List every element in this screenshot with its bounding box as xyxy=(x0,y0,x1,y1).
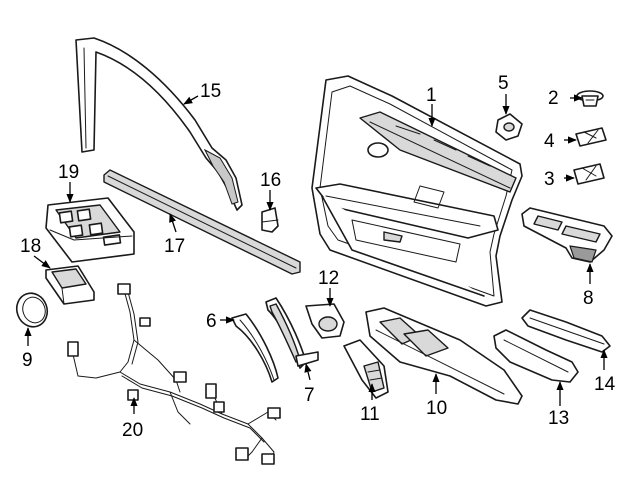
callout-10: 10 xyxy=(426,398,447,419)
callout-16: 16 xyxy=(260,170,281,191)
callout-15: 15 xyxy=(200,81,221,102)
callout-17: 17 xyxy=(164,236,185,257)
part-6-pull-handle-trim xyxy=(231,313,279,383)
part-10-armrest xyxy=(365,307,523,405)
leader-15 xyxy=(183,95,199,105)
part-12-speaker-grille xyxy=(305,303,345,339)
callout-9: 9 xyxy=(22,350,33,371)
callout-leaders xyxy=(24,94,608,414)
part-15-window-frame-trim xyxy=(75,37,243,211)
callout-2: 2 xyxy=(548,88,559,109)
callout-labels: 1 2 3 4 5 6 7 8 9 10 11 12 13 14 15 16 1… xyxy=(20,73,616,441)
callout-19: 19 xyxy=(58,162,79,183)
callout-7: 7 xyxy=(304,385,315,406)
callout-14: 14 xyxy=(594,374,616,395)
part-1-door-trim-panel xyxy=(311,75,523,307)
leader-7 xyxy=(304,363,312,381)
callout-18: 18 xyxy=(20,236,41,257)
callout-12: 12 xyxy=(318,268,339,289)
part-17-belt-weatherstrip xyxy=(103,169,301,275)
leader-17 xyxy=(169,213,177,233)
part-5-clip xyxy=(495,113,523,141)
part-9-round-cap xyxy=(15,292,49,328)
leader-18 xyxy=(33,255,51,269)
callout-13: 13 xyxy=(548,408,569,429)
callout-8: 8 xyxy=(583,288,594,309)
callout-20: 20 xyxy=(122,420,143,441)
part-11-switch-housing xyxy=(343,339,389,399)
part-18-switch xyxy=(45,265,95,305)
callout-5: 5 xyxy=(498,73,509,94)
callout-4: 4 xyxy=(544,131,555,152)
part-19-window-switch-block xyxy=(45,197,135,263)
part-20-wiring-harness xyxy=(67,283,281,465)
callout-11: 11 xyxy=(360,404,380,425)
part-3-clip-plate xyxy=(573,163,605,185)
part-14-armrest-pad-upper xyxy=(521,309,611,353)
part-13-armrest-pad xyxy=(493,329,579,383)
part-16-bracket xyxy=(261,207,279,233)
callout-1: 1 xyxy=(426,85,437,106)
part-8-switch-bezel xyxy=(521,207,613,263)
callout-3: 3 xyxy=(544,169,555,190)
callout-6: 6 xyxy=(206,311,217,332)
part-4-clip-plate xyxy=(575,127,607,147)
part-7-pull-handle xyxy=(265,297,319,369)
